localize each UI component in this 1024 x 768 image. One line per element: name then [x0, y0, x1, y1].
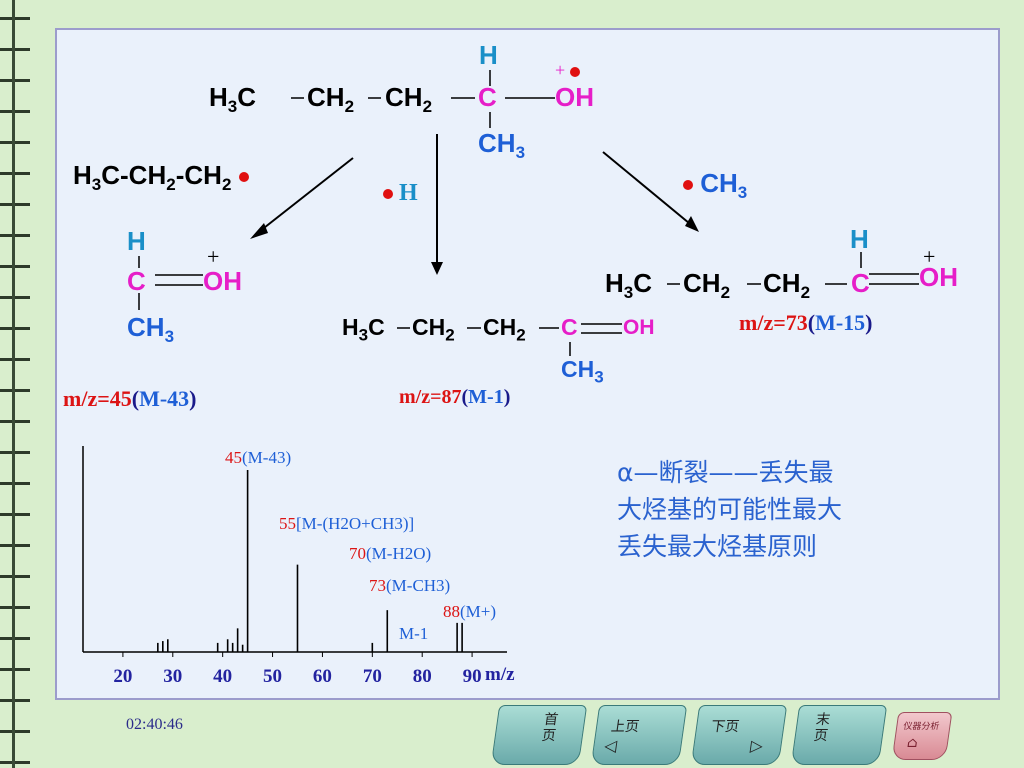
frag87-carbon: C — [561, 314, 578, 340]
x-tick-label-90: 90 — [463, 666, 482, 687]
peak-label-73: 73(M-CH3) — [369, 576, 451, 595]
frag73-carbon: C — [851, 268, 870, 298]
clock-time: 02:40:46 — [126, 716, 183, 733]
note-line-2: 大烃基的可能性最大 — [617, 495, 843, 524]
loss-methyl: CH3 — [683, 168, 747, 203]
peak-label-70: 70(M-H2O) — [349, 544, 432, 563]
frag73-h3c: H3C — [605, 268, 653, 303]
peak-label-55: 55[M-(H2O+CH3)] — [279, 514, 415, 533]
radical-dot-icon — [569, 66, 580, 77]
mass-spectrum-chart: 20 30 40 50 60 70 80 90 — [82, 446, 507, 687]
home-icon: ⌂ — [905, 735, 919, 751]
top-chain-ch2b: CH2 — [385, 82, 433, 117]
x-tick-label-60: 60 — [313, 666, 332, 687]
top-methyl: CH3 — [478, 128, 526, 163]
frag87-ch2b: CH2 — [483, 314, 526, 345]
x-tick-label-20: 20 — [113, 666, 132, 687]
radical-dot-icon — [238, 172, 249, 183]
top-chain-h3c: H3C — [209, 82, 257, 117]
x-tick-label-30: 30 — [163, 666, 182, 687]
note-line-3: 丢失最大烃基原则 — [617, 532, 818, 561]
loss-hydrogen: H — [383, 180, 418, 207]
top-radical-cation: + — [555, 60, 580, 81]
frag73-plus: + — [923, 244, 936, 269]
frag45-hydrogen: H — [127, 226, 146, 256]
top-hydrogen: H — [479, 40, 498, 70]
top-chain-ch2a: CH2 — [307, 82, 355, 117]
frag87-h3c: H3C — [342, 314, 385, 345]
frag87-mz-label: m/z=87(M-1) — [399, 386, 511, 408]
note-line-1: α—断裂——丢失最 — [617, 458, 834, 487]
frag45-plus: + — [207, 244, 220, 269]
slide-panel: H3C CH2 CH2 C H OH + CH3 H3C-CH2-CH2 H C… — [55, 28, 1000, 700]
frag73-ch2a: CH2 — [683, 268, 731, 303]
bond-lines — [138, 70, 919, 356]
x-tick-label-50: 50 — [263, 666, 282, 687]
alpha-cleavage-note: α—断裂——丢失最 大烃基的可能性最大 丢失最大烃基原则 — [617, 454, 842, 565]
frag45-mz-label: m/z=45(M-43) — [63, 386, 197, 411]
top-center-carbon: C — [478, 82, 497, 112]
frag45-hydroxyl: OH — [203, 266, 242, 296]
x-tick-label-40: 40 — [213, 666, 232, 687]
frag73-hydrogen: H — [850, 224, 869, 254]
frag73-hydroxyl: OH — [919, 262, 958, 292]
nav-first-page-button[interactable]: 首页 — [490, 705, 588, 765]
frag73-ch2b: CH2 — [763, 268, 811, 303]
loss-propyl: H3C-CH2-CH2 — [73, 160, 249, 195]
peak-label-m-minus-1: M-1 — [399, 624, 429, 643]
arrow-left-icon: ◁ — [603, 736, 619, 755]
radical-dot-icon — [383, 189, 393, 200]
top-hydroxyl: OH — [555, 82, 594, 112]
frag45-methyl: CH3 — [127, 312, 175, 347]
arrow-right-icon: ▷ — [749, 736, 765, 755]
frag45-carbon: C — [127, 266, 146, 296]
x-tick-label-80: 80 — [413, 666, 432, 687]
spiral-binding — [0, 0, 30, 768]
peak-label-45: 45(M-43) — [225, 448, 292, 467]
frag87-ch2a: CH2 — [412, 314, 455, 345]
nav-next-page-button[interactable]: 下页▷ — [690, 705, 788, 765]
x-tick-label-70: 70 — [363, 666, 382, 687]
frag87-methyl: CH3 — [561, 356, 604, 387]
peak-label-88: 88(M+) — [443, 602, 497, 621]
frag87-hydroxyl: OH — [623, 316, 655, 339]
frag73-mz-label: m/z=73(M-15) — [739, 310, 873, 335]
nav-prev-page-button[interactable]: 上页◁ — [590, 705, 688, 765]
radical-dot-icon — [683, 180, 693, 191]
instrument-analysis-logo-button[interactable]: 仪器分析⌂ — [891, 712, 953, 760]
nav-last-page-button[interactable]: 末页 — [790, 705, 888, 765]
x-axis-label: m/z — [485, 664, 515, 685]
